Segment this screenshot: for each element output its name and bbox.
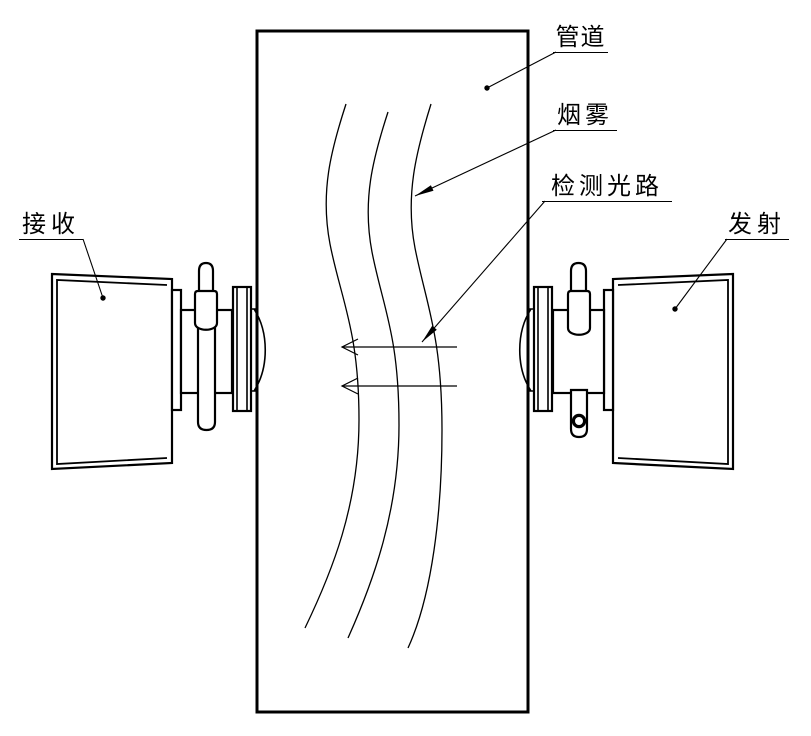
light-beam-lower-arrowhead [340, 377, 359, 395]
light-path-leader [421, 200, 546, 343]
pipe-leader-dot [484, 85, 490, 91]
receiver-mounting-plate [231, 285, 253, 413]
receiver-mounting-plate-lines [236, 287, 248, 411]
transmitter-mounting-plate-lines [537, 287, 549, 411]
smoke-line-3 [407, 103, 443, 649]
pipe-leader [486, 51, 557, 89]
smoke-leader [414, 129, 557, 197]
receiver-rod-collar [193, 289, 219, 331]
transmitter-housing [611, 272, 735, 471]
transmitter-rod-top-cap [569, 261, 588, 296]
light-path-leader-arrowhead [422, 325, 437, 342]
transmitter-lens [518, 308, 534, 392]
light-beam-upper-arrowhead [340, 338, 359, 356]
light-beam-lines [340, 338, 457, 395]
transmitter-leader [674, 238, 728, 310]
smoke-label: 烟雾 [553, 103, 617, 131]
transmitter-label: 发射 [725, 212, 789, 240]
receiver-leader-dot [100, 295, 106, 301]
smoke-flow-lines [304, 103, 443, 649]
smoke-line-2 [347, 111, 400, 639]
duct-outline [255, 29, 530, 714]
transmitter-rod-eye-hole [571, 413, 587, 429]
detection-light-path-label: 检测光路 [542, 174, 672, 202]
transmitter-rod-collar [566, 289, 592, 336]
transmitter-housing-inner-edge [617, 279, 729, 465]
leader-lines [82, 51, 728, 343]
transmitter-leader-dot [672, 306, 678, 312]
receiver-housing [50, 272, 174, 471]
transmitter-mounting-plate [532, 285, 554, 413]
receiver-rod-shaft [196, 324, 217, 432]
receiver-assembly [50, 261, 267, 471]
receiver-label: 接收 [19, 212, 83, 240]
smoke-leader-arrowhead [415, 185, 434, 196]
receiver-flange [170, 288, 183, 412]
transmitter-assembly [518, 261, 735, 471]
pipe-label: 管道 [553, 25, 608, 53]
smoke-line-1 [304, 103, 360, 629]
receiver-lens [251, 308, 267, 392]
transmitter-flange [602, 288, 615, 412]
receiver-rod-top-cap [197, 261, 215, 296]
transmitter-rod-lower [569, 388, 589, 439]
receiver-housing-inner-edge [56, 279, 168, 465]
receiver-leader [82, 238, 104, 299]
